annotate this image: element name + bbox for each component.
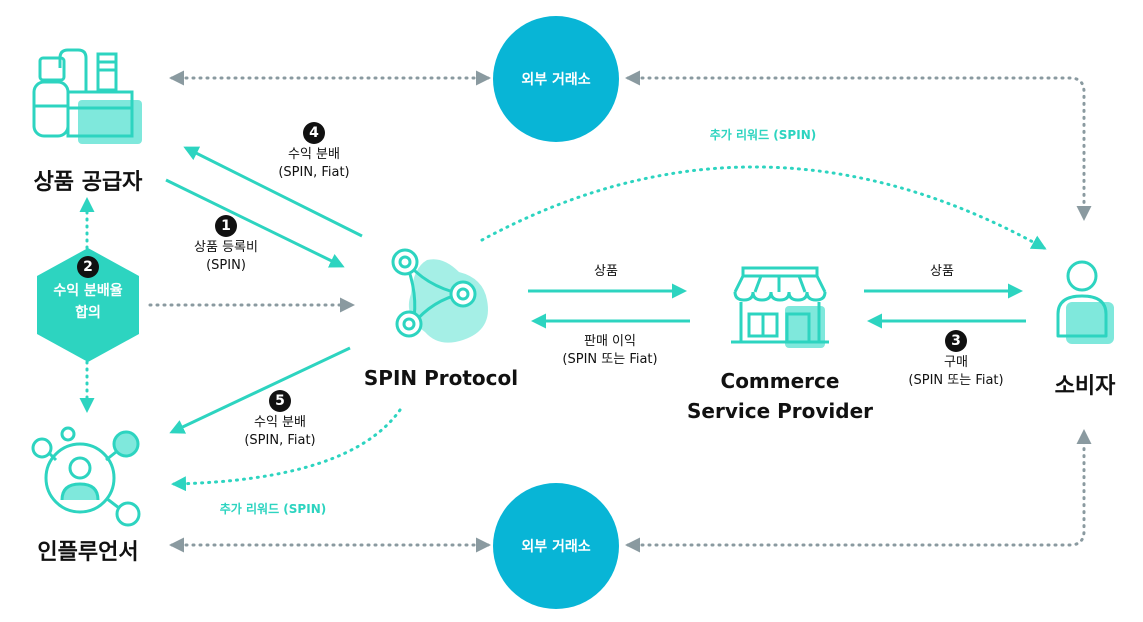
- csp-label-line1: Commerce: [720, 369, 840, 393]
- step5-line1: 수익 분배: [254, 415, 306, 430]
- step5-line2: (SPIN, Fiat): [244, 433, 316, 448]
- factory-icon: [32, 48, 142, 144]
- step3-label: 3 구매 (SPIN 또는 Fiat): [886, 330, 1026, 390]
- exchange-top-label: 외부 거래소: [521, 72, 591, 88]
- arrow-step4: [183, 146, 363, 238]
- step4-number: 4: [303, 122, 325, 144]
- csp-protocol-line2: (SPIN 또는 Fiat): [562, 352, 658, 367]
- bonus-reward-influencer: [171, 408, 402, 492]
- step3-line2: (SPIN 또는 Fiat): [908, 373, 1004, 388]
- bonus-reward-consumer: [480, 165, 1047, 250]
- step1-line2: (SPIN): [206, 258, 246, 273]
- consumer-label: 소비자: [1054, 374, 1116, 399]
- csp-protocol-label: 판매 이익 (SPIN 또는 Fiat): [540, 333, 680, 369]
- exchange-bottom-circle: 외부 거래소: [493, 483, 619, 609]
- agreement-line1: 수익 분배율: [53, 283, 123, 299]
- exchange-consumer-link-bottom: [625, 429, 1092, 553]
- exchange-consumer-link-top: [625, 70, 1092, 221]
- agreement-number: 2: [77, 256, 99, 278]
- bonus-bottom-label: 추가 리워드 (SPIN): [219, 502, 327, 516]
- supplier-label: 상품 공급자: [33, 170, 143, 195]
- step1-label: 1 상품 등록비 (SPIN): [166, 215, 286, 275]
- step1-line1: 상품 등록비: [194, 240, 258, 255]
- csp-consumer-label: 상품: [930, 264, 954, 279]
- agreement-hexagon: [37, 248, 139, 362]
- arrow-step1: [165, 178, 345, 268]
- csp-protocol-line1: 판매 이익: [584, 334, 636, 349]
- protocol-csp-label: 상품: [594, 264, 618, 279]
- network-icon: [31, 426, 141, 527]
- step5-number: 5: [269, 390, 291, 412]
- step4-line1: 수익 분배: [288, 147, 340, 162]
- bonus-top-label: 추가 리워드 (SPIN): [709, 128, 817, 142]
- step3-number: 3: [945, 330, 967, 352]
- csp-label: Commerce Service Provider: [680, 366, 880, 426]
- store-icon: [731, 266, 829, 348]
- influencer-label: 인플루언서: [37, 540, 139, 565]
- csp-label-line2: Service Provider: [686, 399, 873, 423]
- step4-line2: (SPIN, Fiat): [278, 165, 350, 180]
- step4-label: 4 수익 분배 (SPIN, Fiat): [254, 122, 374, 182]
- step5-label: 5 수익 분배 (SPIN, Fiat): [220, 390, 340, 450]
- agreement-content: 2 수익 분배율 합의: [36, 256, 140, 324]
- protocol-label: SPIN Protocol: [363, 366, 519, 390]
- step1-number: 1: [215, 215, 237, 237]
- agreement-line2: 합의: [75, 305, 101, 321]
- exchange-bottom-label: 외부 거래소: [521, 539, 591, 555]
- exchange-top-circle: 외부 거래소: [493, 16, 619, 142]
- arrow-step5: [169, 346, 351, 434]
- user-icon: [1056, 260, 1114, 344]
- step3-line1: 구매: [944, 355, 968, 370]
- spin-protocol-icon: [391, 248, 488, 343]
